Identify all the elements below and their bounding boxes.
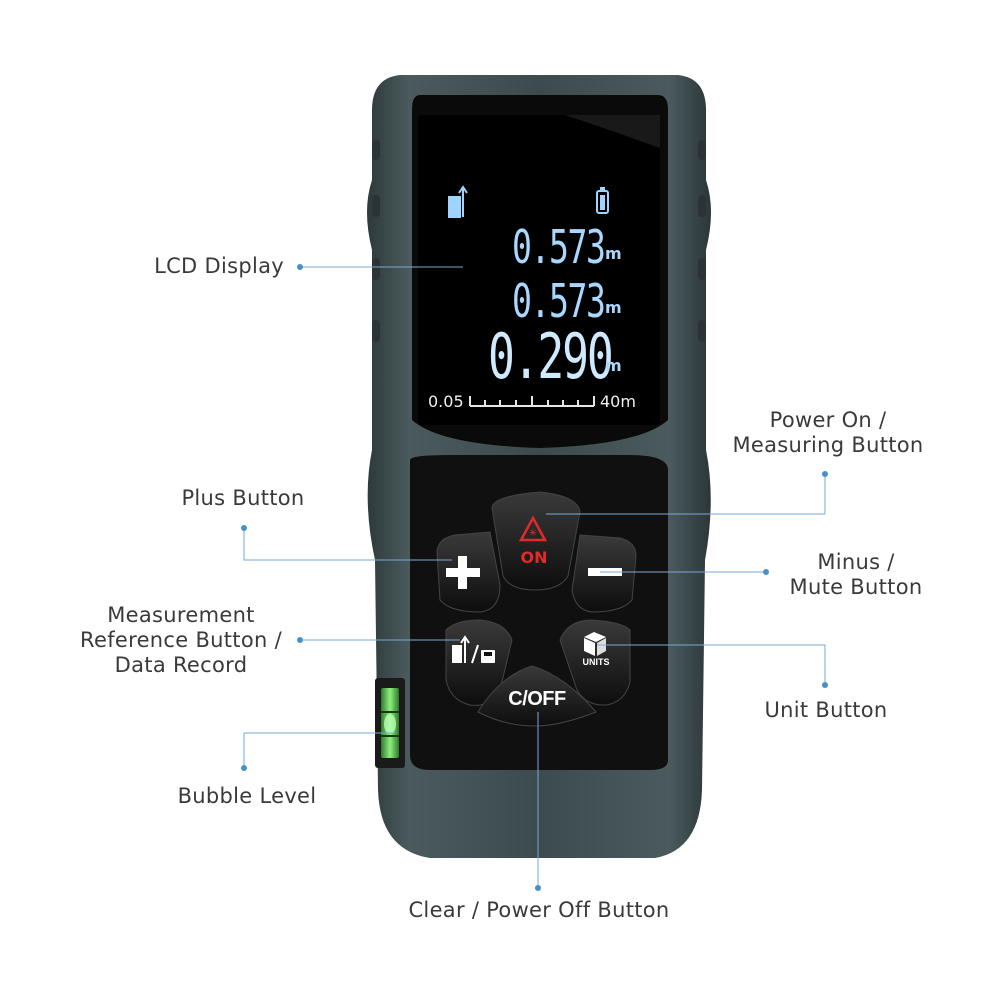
units-button[interactable] — [559, 619, 631, 706]
callout-measurement-line-2: Reference Button / — [80, 628, 282, 652]
plus-icon — [446, 556, 480, 589]
callout-plus-button: Plus Button — [181, 486, 305, 510]
units-label: UNITS — [582, 657, 610, 667]
lcd-reading-1: 0.573 — [512, 220, 606, 274]
minus-button[interactable] — [571, 534, 637, 613]
lcd-reading-2: 0.573 — [512, 274, 606, 328]
bubble-level — [375, 678, 405, 768]
callout-measurement-line-1: Measurement — [107, 603, 255, 627]
callout-minus-line-1: Minus / — [817, 550, 895, 574]
callout-line-plus — [243, 528, 452, 561]
reference-point-lcd-icon — [448, 185, 468, 218]
reference-data-icon — [452, 635, 495, 664]
cube-icon — [584, 632, 606, 656]
side-grip — [372, 140, 706, 342]
callout-power-on: Power On / Measuring Button — [718, 408, 938, 458]
lcd-scale-min: 0.05 — [428, 392, 464, 411]
plus-button[interactable] — [436, 531, 501, 613]
lcd-scale-bar — [469, 396, 595, 407]
callout-line-unit — [597, 644, 826, 685]
callout-unit-button: Unit Button — [764, 698, 888, 722]
laser-warning-icon — [518, 515, 548, 542]
callout-bubble-level: Bubble Level — [177, 784, 317, 808]
lcd-reading-3: 0.290 — [488, 320, 614, 393]
lcd-display — [418, 115, 660, 425]
lcd-unit-2: m — [605, 298, 622, 317]
power-on-button[interactable]: ✳ — [491, 491, 581, 591]
callout-power-on-line-2: Measuring Button — [732, 433, 924, 457]
callout-lcd-display: LCD Display — [154, 254, 284, 278]
lcd-scale-max: 40m — [600, 392, 636, 411]
callout-measurement-line-3: Data Record — [114, 653, 248, 677]
lcd-unit-3: m — [605, 356, 622, 375]
measurement-reference-button[interactable] — [445, 619, 513, 706]
callout-line-bubble — [243, 732, 395, 768]
clear-off-label: C/OFF — [508, 688, 566, 710]
callout-dots — [241, 264, 828, 891]
callout-power-on-line-1: Power On / — [769, 408, 887, 432]
clear-off-button[interactable] — [477, 665, 597, 727]
lcd-unit-1: m — [605, 244, 622, 263]
callout-minus-button: Minus / Mute Button — [768, 550, 944, 600]
on-label: ON — [520, 548, 548, 567]
callout-clear-power-off: Clear / Power Off Button — [408, 898, 670, 922]
battery-icon — [596, 187, 609, 214]
screen-glare — [565, 115, 660, 148]
callout-lines — [243, 266, 826, 888]
callout-minus-line-2: Mute Button — [789, 575, 923, 599]
svg-text:✳: ✳ — [529, 528, 537, 539]
callout-measurement-reference: Measurement Reference Button / Data Reco… — [56, 603, 306, 678]
